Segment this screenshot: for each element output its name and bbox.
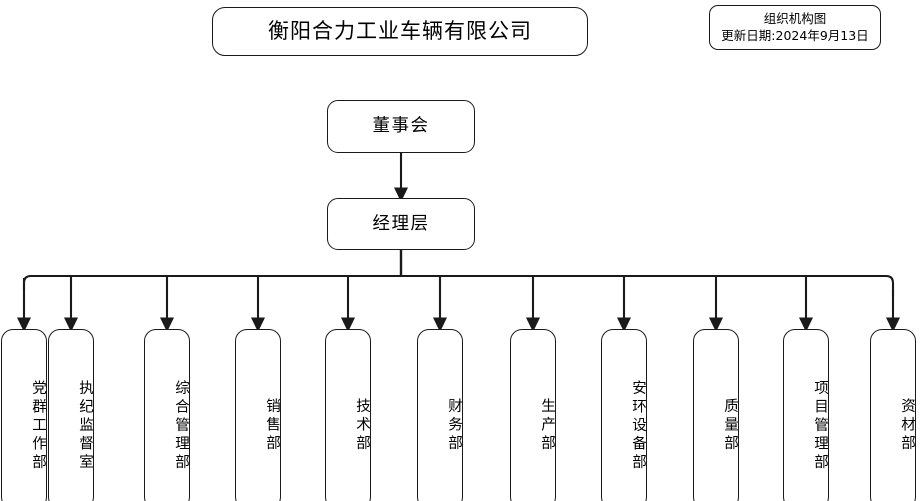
update-date-label: 更新日期:2024年9月13日 — [721, 27, 869, 43]
node-dept-sales: 销售部 — [235, 329, 281, 501]
node-management-label: 经理层 — [372, 213, 430, 234]
node-dept-project-management: 项目管理部 — [783, 329, 829, 501]
node-dept-production: 生产部 — [510, 329, 556, 501]
node-dept-technology: 技术部 — [325, 329, 371, 501]
chart-info-stamp: 组织机构图 更新日期:2024年9月13日 — [709, 5, 881, 50]
dept-label: 安环设备部 — [630, 379, 646, 473]
dept-label: 综合管理部 — [173, 379, 189, 473]
dept-label: 销售部 — [264, 398, 280, 454]
dept-label: 质量部 — [722, 398, 738, 454]
node-dept-quality: 质量部 — [693, 329, 739, 501]
dept-label: 党群工作部 — [30, 379, 46, 473]
node-dept-party-work: 党群工作部 — [1, 329, 47, 501]
node-board-of-directors: 董事会 — [327, 100, 475, 153]
dept-label: 资材部 — [899, 398, 915, 454]
dept-label: 生产部 — [539, 398, 555, 454]
node-management: 经理层 — [327, 198, 475, 250]
chart-type-label: 组织机构图 — [763, 11, 827, 26]
dept-label: 财务部 — [446, 398, 462, 454]
dept-label: 执纪监督室 — [77, 379, 93, 473]
node-dept-safety-environment-equipment: 安环设备部 — [601, 329, 647, 501]
company-title-label: 衡阳合力工业车辆有限公司 — [268, 19, 532, 44]
node-dept-finance: 财务部 — [417, 329, 463, 501]
company-title-box: 衡阳合力工业车辆有限公司 — [212, 7, 588, 56]
node-board-label: 董事会 — [372, 116, 430, 137]
node-dept-discipline-supervision: 执纪监督室 — [48, 329, 94, 501]
dept-label: 项目管理部 — [812, 379, 828, 473]
dept-label: 技术部 — [354, 398, 370, 454]
node-dept-materials: 资材部 — [870, 329, 916, 501]
node-dept-general-management: 综合管理部 — [144, 329, 190, 501]
